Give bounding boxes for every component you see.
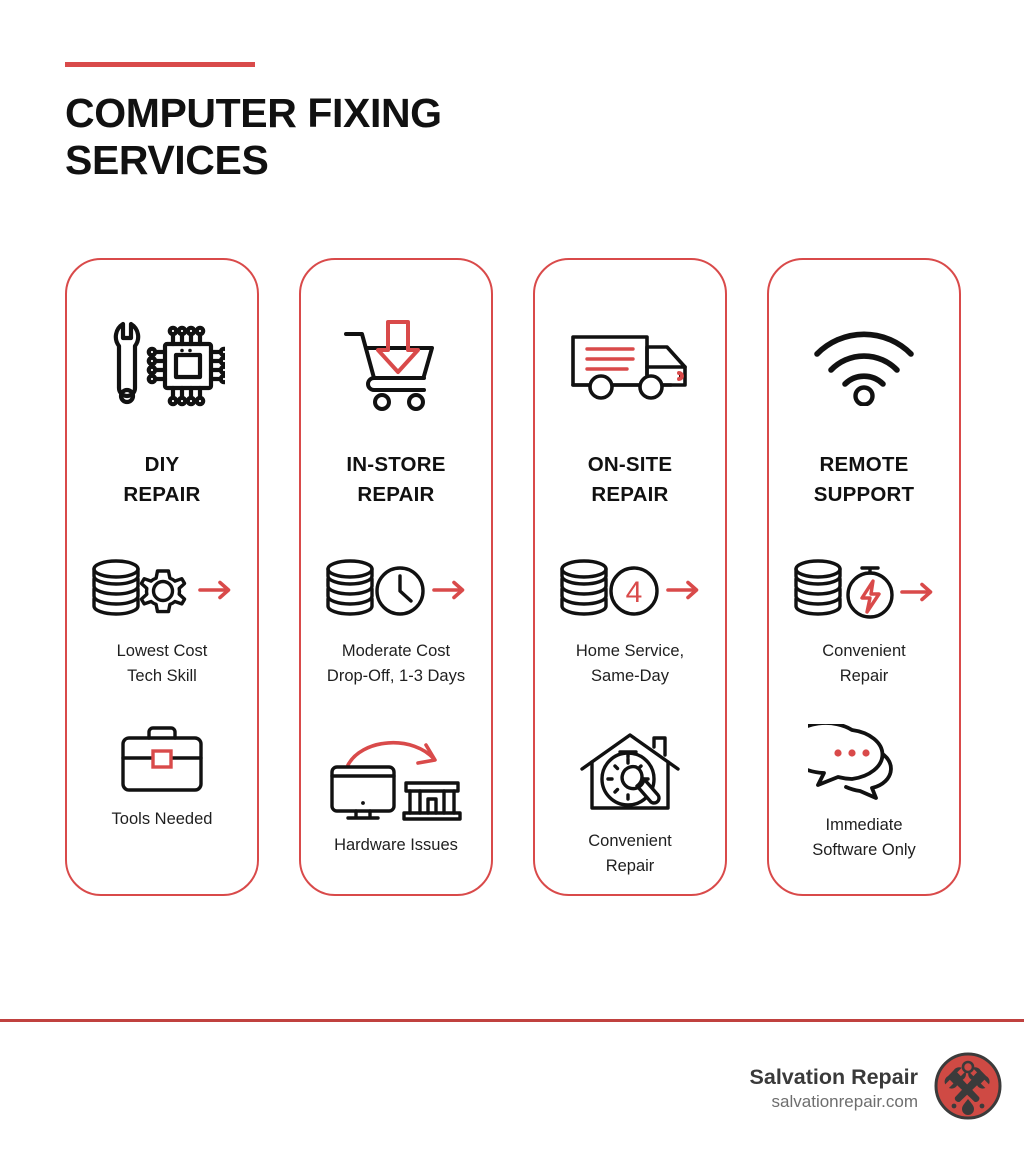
card-bottom-caption: Immediate Software Only xyxy=(812,815,916,859)
footer-divider xyxy=(0,1019,1024,1022)
page-title: COMPUTER FIXING SERVICES xyxy=(65,90,442,184)
coins-four-circle-arrow-icon: 4 xyxy=(558,555,703,627)
monitor-to-store-icon xyxy=(326,723,466,821)
card-mid-section: Convenient Repair xyxy=(792,555,937,689)
card-mid-caption: Moderate Cost Drop-Off, 1-3 Days xyxy=(326,642,466,686)
card-bottom-section: Immediate Software Only xyxy=(808,723,920,863)
card-mid-caption: Lowest Cost Tech Skill xyxy=(116,642,208,686)
card-bottom-caption: Tools Needed xyxy=(111,809,213,828)
card-mid-section: Moderate Cost Drop-Off, 1-3 Days xyxy=(324,555,469,689)
footer-text: Salvation Repair salvationrepair.com xyxy=(750,1064,918,1113)
accent-bar xyxy=(65,62,255,67)
card-bottom-section: Convenient Repair xyxy=(578,731,682,879)
coins-gear-arrow-icon xyxy=(90,555,235,627)
service-card-remote-support[interactable]: REMOTE SUPPORT xyxy=(767,258,961,896)
card-bottom-section: Hardware Issues xyxy=(326,723,466,858)
card-bottom-caption: Convenient Repair xyxy=(588,831,672,875)
toolbox-icon xyxy=(107,723,217,795)
coins-clock-arrow-icon xyxy=(324,555,469,627)
wrench-microchip-icon xyxy=(99,286,225,446)
brand-url[interactable]: salvationrepair.com xyxy=(771,1091,918,1111)
wifi-icon xyxy=(809,286,919,446)
service-card-in-store-repair[interactable]: IN-STORE REPAIR xyxy=(299,258,493,896)
shopping-cart-down-arrow-icon xyxy=(340,286,452,446)
house-stopwatch-wrench-icon xyxy=(578,731,682,817)
card-title: IN-STORE REPAIR xyxy=(346,453,446,506)
service-cards-row: DIY REPAIR xyxy=(65,258,961,898)
card-mid-section: Lowest Cost Tech Skill xyxy=(90,555,235,689)
card-title: REMOTE SUPPORT xyxy=(813,453,915,506)
card-mid-caption: Home Service, Same-Day xyxy=(575,642,685,686)
service-card-diy-repair[interactable]: DIY REPAIR xyxy=(65,258,259,896)
card-mid-section: 4 Home Service, Same-Day xyxy=(558,555,703,689)
card-bottom-caption: Hardware Issues xyxy=(334,835,458,854)
service-card-on-site-repair[interactable]: ON-SITE REPAIR 4 xyxy=(533,258,727,896)
delivery-van-icon xyxy=(565,286,695,446)
badge-number: 4 xyxy=(625,576,642,609)
card-mid-caption: Convenient Repair xyxy=(822,642,906,686)
chat-bubbles-icon xyxy=(808,723,920,801)
card-bottom-section: Tools Needed xyxy=(107,723,217,832)
coins-stopwatch-bolt-arrow-icon xyxy=(792,555,937,627)
card-title: DIY REPAIR xyxy=(123,453,201,506)
crossed-wrenches-logo-icon xyxy=(934,1052,1002,1125)
footer: Salvation Repair salvationrepair.com xyxy=(750,1052,1002,1125)
header: COMPUTER FIXING SERVICES xyxy=(65,62,625,184)
brand-name: Salvation Repair xyxy=(749,1065,918,1090)
card-title: ON-SITE REPAIR xyxy=(587,453,673,506)
